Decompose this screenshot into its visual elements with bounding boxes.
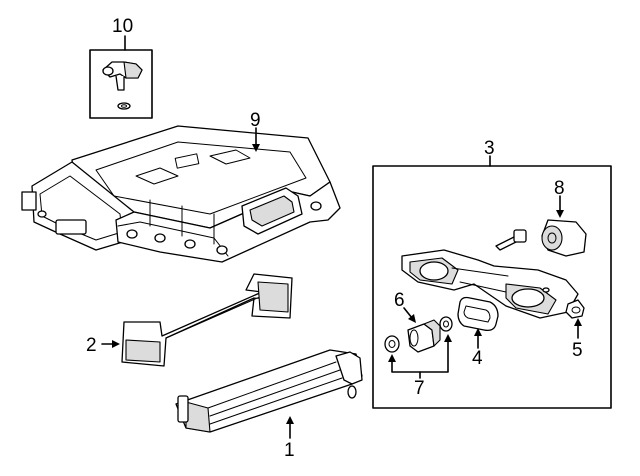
callout-10: 10 xyxy=(112,16,133,37)
callout-6: 6 xyxy=(394,290,405,311)
part-8-solenoid xyxy=(541,219,587,257)
part-9-control-module xyxy=(21,125,341,263)
part-5-bolt xyxy=(565,299,585,319)
part-7-seals xyxy=(384,316,453,353)
part-10-box xyxy=(89,49,153,119)
part-10-sensor xyxy=(89,35,153,119)
part-1-cylinder-unit xyxy=(175,349,363,433)
leader-lines xyxy=(101,127,582,439)
part-4-gasket xyxy=(457,296,499,332)
callout-1: 1 xyxy=(284,440,295,461)
part-2-bracket xyxy=(121,273,293,367)
part-3-kit-box xyxy=(372,165,612,409)
callout-7: 7 xyxy=(414,378,425,399)
mounting-bolt xyxy=(495,229,527,251)
callout-3: 3 xyxy=(484,138,495,159)
callout-8: 8 xyxy=(554,178,565,199)
part-6-valve xyxy=(407,319,441,353)
callout-2: 2 xyxy=(86,335,97,356)
callout-9: 9 xyxy=(250,110,261,131)
callout-5: 5 xyxy=(572,340,583,361)
callout-4: 4 xyxy=(472,348,483,369)
manifold-housing xyxy=(401,249,579,319)
